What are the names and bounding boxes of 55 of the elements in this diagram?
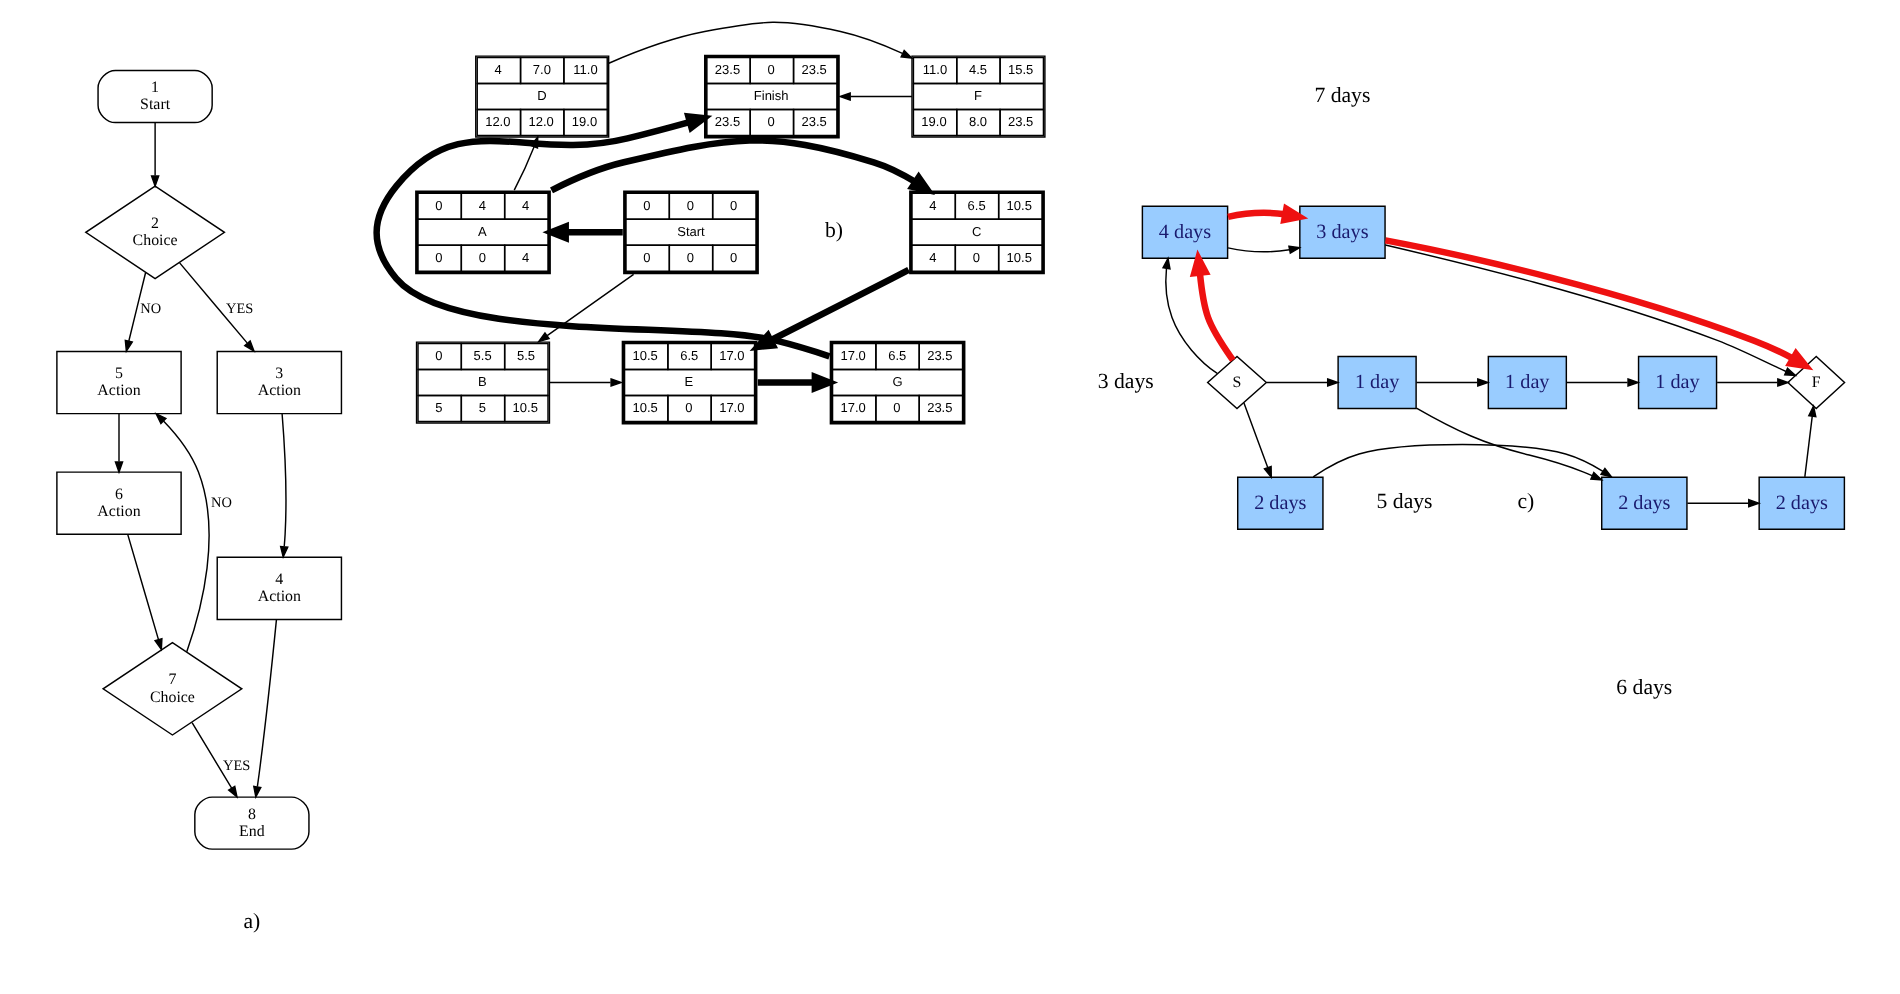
node-box: 6 Action — [55, 471, 181, 535]
arrow — [1226, 203, 1308, 225]
arrow — [1188, 249, 1235, 362]
arrow — [607, 21, 913, 64]
node-box: 1 day — [1336, 355, 1416, 410]
node-diamond: F — [1785, 355, 1845, 410]
label: c) — [1516, 490, 1534, 515]
arrow — [278, 413, 288, 560]
node-box: 1 day — [1636, 355, 1717, 410]
arrow — [177, 262, 255, 353]
arrow — [1414, 407, 1603, 481]
arrow — [190, 722, 238, 799]
arrow — [1715, 378, 1790, 388]
node-box: 4 Action — [215, 556, 342, 621]
node-box: 1 Start — [96, 69, 212, 124]
node-box: 2 days — [1757, 476, 1845, 530]
arrow — [1685, 498, 1761, 508]
arrow — [836, 92, 912, 102]
arrow — [123, 271, 146, 354]
node-box: 4 days — [1140, 205, 1228, 260]
arrow — [251, 619, 277, 800]
arrow — [756, 372, 838, 394]
label: b) — [823, 219, 843, 244]
arrow — [1311, 443, 1613, 479]
node-box: 5 Action — [55, 350, 181, 415]
label: 3 days — [1096, 369, 1153, 394]
node-diamond: S — [1205, 355, 1267, 410]
node-box: 1 day — [1486, 355, 1567, 410]
arrow — [1226, 245, 1301, 255]
label: 6 days — [1615, 675, 1672, 700]
arrow — [126, 533, 162, 652]
arrow — [541, 221, 622, 243]
arrow — [372, 112, 830, 360]
arrow — [1564, 378, 1640, 388]
node-box: 3 days — [1298, 205, 1385, 260]
arrow — [1264, 378, 1339, 388]
arrow — [547, 378, 623, 388]
label: a) — [242, 909, 260, 934]
node-diamond: 2 Choice — [83, 185, 225, 280]
arrow — [1414, 378, 1490, 388]
arrow — [1242, 402, 1272, 480]
arrow — [113, 413, 123, 475]
arrow — [1803, 403, 1816, 478]
arrow — [536, 273, 634, 343]
label: 5 days — [1375, 490, 1432, 515]
node-box: 8 End — [193, 796, 309, 850]
node-box: 2 days — [1600, 476, 1687, 530]
label: 7 days — [1313, 83, 1370, 108]
arrow — [149, 122, 159, 189]
node-box: 2 days — [1236, 476, 1323, 530]
arrow — [153, 412, 209, 653]
node-diamond: 7 Choice — [100, 641, 243, 736]
arrow — [1160, 256, 1217, 375]
node-box: 3 Action — [215, 350, 342, 415]
arrow — [549, 137, 934, 196]
